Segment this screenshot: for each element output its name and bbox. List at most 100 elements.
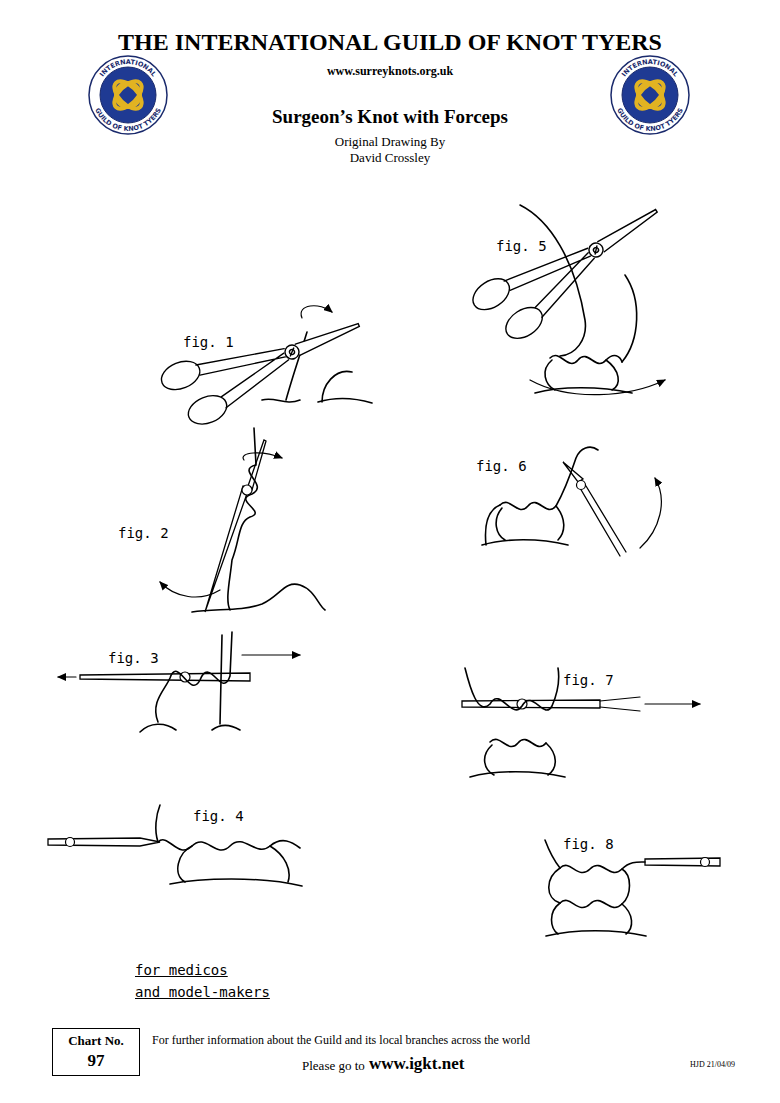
guild-logo	[632, 77, 669, 114]
figure-label: fig. 1	[183, 334, 234, 351]
guild-logo	[632, 77, 669, 114]
figure-four	[156, 805, 160, 842]
figure-label: fig. 6	[476, 458, 527, 475]
figure-two	[242, 485, 252, 495]
logo-text: INTERNATIONAL	[98, 58, 158, 78]
figure-six	[496, 506, 564, 540]
figure-six	[482, 540, 568, 545]
figure-six	[640, 478, 661, 548]
figure-label: fig. 4	[193, 808, 244, 825]
figure-six	[577, 481, 586, 490]
figure-label: fig. 2	[118, 525, 169, 542]
guild-logo	[632, 77, 669, 114]
figure-six	[486, 505, 500, 545]
guild-logo	[116, 83, 140, 107]
figure-three	[220, 635, 222, 724]
footer-link: www.igkt.net	[369, 1054, 464, 1074]
figure-seven	[485, 743, 556, 775]
figure-five	[550, 355, 622, 363]
figure-four	[178, 846, 289, 882]
figure-label: fig. 8	[563, 836, 614, 853]
guild-logo	[110, 77, 147, 114]
figure-eight	[545, 840, 720, 936]
figure-eight	[701, 858, 710, 867]
figure-five	[622, 275, 637, 362]
note: for medicos	[135, 962, 228, 979]
guild-logo	[100, 67, 156, 123]
figure-five	[530, 380, 665, 395]
figure-seven	[462, 668, 700, 777]
figure-seven	[490, 739, 546, 746]
guild-logo	[611, 56, 689, 134]
logo-text: GUILD OF KNOT TYERS	[93, 106, 163, 133]
figure-six	[556, 447, 598, 506]
figure-three	[80, 673, 250, 681]
figure-five	[545, 360, 618, 390]
guild-logo: INTERNATIONAL GUILD OF KNOT TYERS	[611, 56, 689, 134]
subtitle: Surgeon’s Knot with Forceps	[272, 106, 508, 129]
figure-eight	[560, 862, 645, 873]
figure-four	[66, 838, 75, 847]
figure-three	[140, 724, 240, 732]
guild-logo	[110, 77, 147, 114]
figure-four	[158, 840, 300, 850]
figure-five	[467, 183, 675, 351]
figure-label: fig. 3	[108, 650, 159, 667]
figure-six	[500, 502, 556, 509]
guild-logo	[110, 77, 147, 114]
figure-eight	[549, 868, 630, 904]
date-stamp: HJD 21/04/09	[690, 1060, 735, 1070]
guild-logo: INTERNATIONAL GUILD OF KNOT TYERS	[89, 56, 167, 134]
logo-text: INTERNATIONAL	[620, 58, 680, 78]
logo-text: GUILD OF KNOT TYERS	[615, 106, 685, 133]
figure-eight	[546, 931, 646, 936]
logo-text: GUILD OF KNOT TYERS	[615, 106, 685, 133]
figure-four	[48, 805, 302, 886]
footer-text: For further information about the Guild …	[152, 1033, 530, 1047]
box-heading: Chart No.	[61, 1032, 131, 1050]
figure-seven	[600, 697, 640, 711]
figure-seven	[517, 699, 527, 709]
logo-text: GUILD OF KNOT TYERS	[93, 106, 163, 133]
note: and model-makers	[135, 984, 270, 1001]
figure-label: fig. 7	[563, 672, 614, 689]
box-number: 97	[61, 1050, 131, 1073]
figure-eight	[645, 858, 720, 866]
figure-two	[160, 428, 325, 612]
figure-one	[157, 294, 372, 433]
figure-two	[160, 582, 220, 597]
figure-six	[563, 462, 626, 556]
figure-eight	[545, 840, 560, 868]
figure-three	[180, 672, 190, 682]
figure-two	[205, 440, 266, 612]
logo-text: INTERNATIONAL	[620, 58, 680, 78]
guild-logo	[622, 67, 678, 123]
chart-title: THE INTERNATIONAL GUILD OF KNOT TYERS	[118, 28, 662, 57]
figure-three	[242, 654, 300, 655]
figure-four	[170, 879, 302, 886]
figure-seven	[645, 703, 700, 704]
figure-one	[322, 371, 352, 402]
figure-four	[48, 838, 160, 846]
footer-text: Please go to	[302, 1058, 365, 1074]
figure-eight	[560, 900, 622, 907]
website: www.surreyknots.org.uk	[327, 64, 453, 78]
figure-one	[301, 306, 332, 318]
guild-logo	[638, 83, 662, 107]
figure-label: fig. 5	[496, 238, 547, 255]
credit: Original Drawing By David Crossley	[328, 134, 453, 165]
chart-number-box: Chart No.97	[52, 1028, 140, 1076]
figure-five	[467, 183, 675, 395]
figure-three	[58, 676, 76, 677]
figure-seven	[465, 668, 559, 710]
figure-one	[157, 294, 372, 433]
guild-logo	[89, 56, 167, 134]
figure-three	[58, 632, 300, 732]
figure-two	[243, 453, 282, 460]
illustration	[48, 183, 720, 936]
figure-two	[228, 428, 257, 610]
figure-seven	[470, 772, 565, 777]
logo-text: INTERNATIONAL	[98, 58, 158, 78]
